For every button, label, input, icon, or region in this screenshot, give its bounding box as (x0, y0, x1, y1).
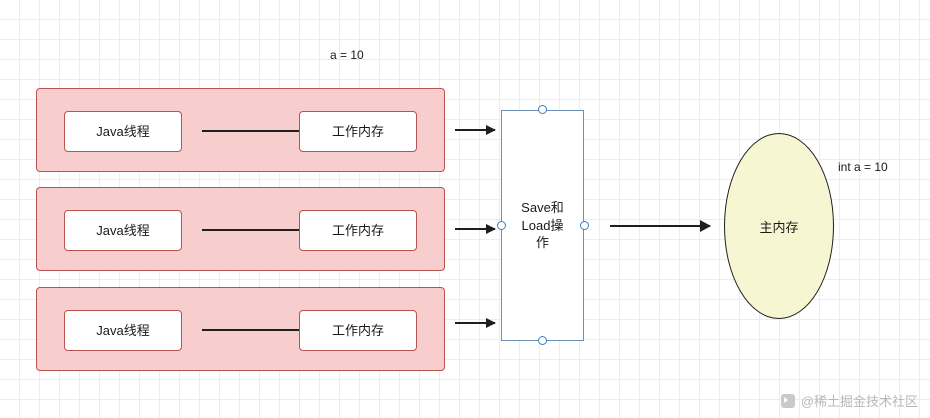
save-load-line-1: Save和 (521, 200, 564, 216)
arrow-thread-to-memory-3 (202, 329, 315, 331)
save-load-line-3: 作 (535, 235, 549, 251)
arrow-group2-to-saveload (455, 228, 495, 230)
thread-group-2: Java线程 工作内存 (36, 187, 445, 271)
main-memory-ellipse: 主内存 (724, 133, 834, 319)
connector-endpoint-top[interactable] (538, 105, 547, 114)
save-load-box: Save和 Load操 作 (501, 110, 584, 341)
watermark-logo-icon (780, 393, 795, 408)
arrow-group1-to-saveload (455, 129, 495, 131)
connector-endpoint-left[interactable] (497, 221, 506, 230)
working-memory-box-1: 工作内存 (299, 111, 417, 152)
arrow-thread-to-memory-1 (202, 130, 315, 132)
save-load-line-2: Load操 (521, 217, 564, 233)
thread-group-3: Java线程 工作内存 (36, 287, 445, 371)
java-thread-box-3: Java线程 (64, 310, 182, 351)
working-memory-box-2: 工作内存 (299, 210, 417, 251)
watermark-text: @稀土掘金技术社区 (800, 394, 918, 409)
working-memory-box-3: 工作内存 (299, 310, 417, 351)
connector-endpoint-bottom[interactable] (538, 336, 547, 345)
arrow-saveload-to-mainmemory (610, 225, 710, 227)
watermark: @稀土掘金技术社区 (780, 391, 918, 410)
thread-group-1: Java线程 工作内存 (36, 88, 445, 172)
java-thread-box-2: Java线程 (64, 210, 182, 251)
connector-endpoint-right[interactable] (580, 221, 589, 230)
java-thread-box-1: Java线程 (64, 111, 182, 152)
arrow-group3-to-saveload (455, 322, 495, 324)
label-variable-right: int a = 10 (838, 160, 888, 174)
label-variable-top: a = 10 (330, 48, 364, 62)
arrow-thread-to-memory-2 (202, 229, 315, 231)
